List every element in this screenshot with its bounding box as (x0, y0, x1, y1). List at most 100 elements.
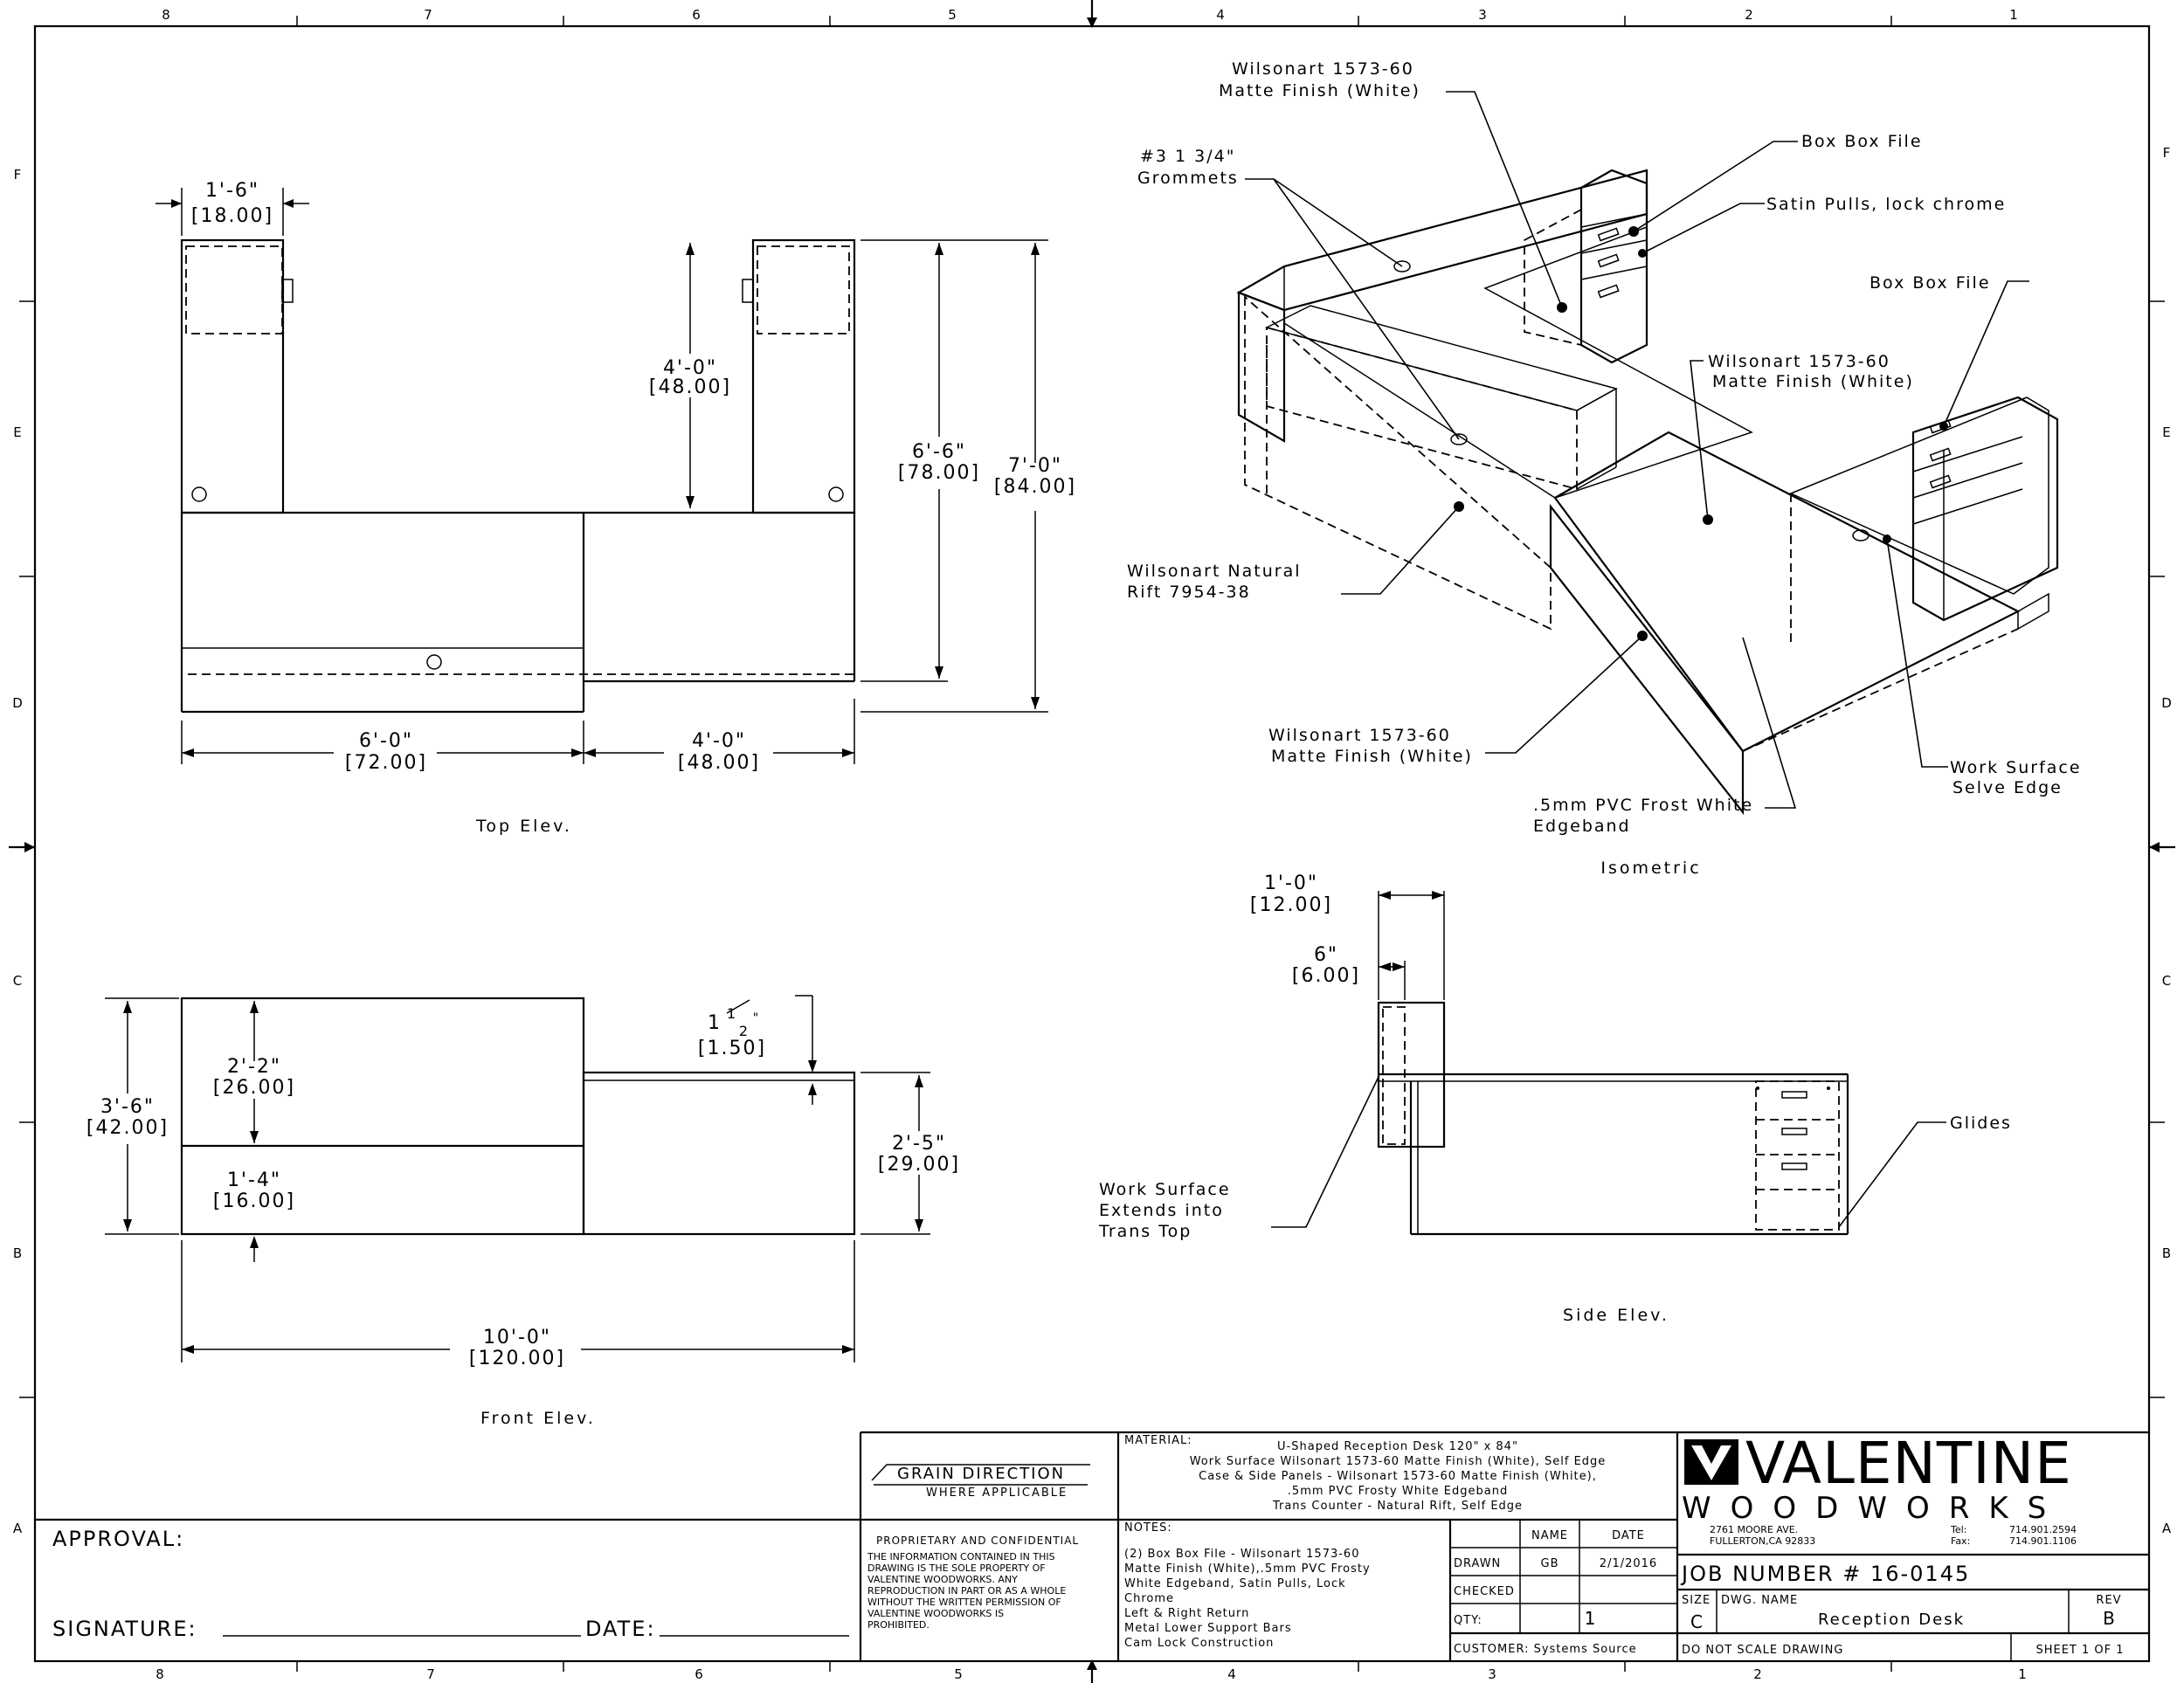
rev-label: REV (2096, 1594, 2121, 1607)
material-line: .5mm PVC Frosty White Edgeband (1288, 1485, 1508, 1498)
do-not-scale: DO NOT SCALE DRAWING (1682, 1644, 1843, 1657)
zone-col-1-bottom: 1 (2018, 1666, 2027, 1682)
sheet-border (33, 24, 2151, 1663)
prop-line: PROHIBITED. (867, 1619, 930, 1631)
zone-col-4-top: 4 (1216, 7, 1225, 23)
iso-callout-grommets-2: Grommets (1137, 169, 1239, 188)
top-dim-48w-dec: [48.00] (678, 752, 760, 774)
notes-line: (2) Box Box File - Wilsonart 1573-60 (1124, 1548, 1359, 1561)
front-dim-42-imp: 3'-6" (100, 1096, 155, 1118)
center-marks (9, 0, 2175, 1683)
iso-callout-natural-2: Rift 7954-38 (1127, 583, 1251, 602)
prop-line: VALENTINE WOODWORKS IS (867, 1608, 1004, 1619)
zone-col-1-top: 1 (2009, 7, 2018, 23)
front-dim-120-dec: [120.00] (469, 1348, 565, 1369)
front-elev-caption: Front Elev. (480, 1409, 596, 1428)
front-dim-26-dec: [26.00] (213, 1077, 295, 1099)
front-dim-42-dec: [42.00] (86, 1117, 169, 1139)
prop-line: REPRODUCTION IN PART OR AS A WHOLE (867, 1585, 1066, 1597)
material-line: Work Surface Wilsonart 1573-60 Matte Fin… (1190, 1455, 1607, 1468)
iso-callout-pvc-2: Edgeband (1533, 817, 1631, 836)
iso-callout-wilsonart-top-2: Matte Finish (White) (1219, 81, 1420, 100)
row-drawn: DRAWN (1454, 1557, 1501, 1570)
material-label: MATERIAL: (1124, 1434, 1192, 1447)
dwg-name-label: DWG. NAME (1721, 1594, 1798, 1607)
title-block (35, 1431, 2149, 1661)
zone-row-b-right: B (2162, 1245, 2171, 1261)
top-dim-48h-dec: [48.00] (649, 376, 731, 398)
isometric-caption: Isometric (1600, 859, 1701, 878)
iso-callout-mid-2: Matte Finish (White) (1712, 372, 1914, 391)
iso-callout-satin-pulls: Satin Pulls, lock chrome (1766, 195, 2006, 214)
front-dim-120-imp: 10'-0" (483, 1327, 551, 1348)
top-dim-18-dec: [18.00] (191, 205, 273, 227)
material-line: Case & Side Panels - Wilsonart 1573-60 M… (1199, 1470, 1597, 1483)
iso-callout-ws-1: Work Surface (1950, 758, 2082, 777)
zone-col-6-top: 6 (692, 7, 701, 23)
customer: CUSTOMER: Systems Source (1454, 1643, 1637, 1656)
zone-col-7-bottom: 7 (426, 1666, 435, 1682)
proprietary-title: PROPRIETARY AND CONFIDENTIAL (876, 1535, 1079, 1547)
iso-callout-boxfile-back: Box Box File (1801, 132, 1923, 151)
zone-row-c-right: C (2162, 973, 2171, 989)
zone-labels: 8 7 6 5 4 3 2 1 8 7 6 5 4 3 2 1 F E D C … (12, 7, 2172, 1682)
iso-callout-front-1: Wilsonart 1573-60 (1268, 726, 1451, 745)
notes-line: Chrome (1124, 1592, 1174, 1605)
prop-line: THE INFORMATION CONTAINED IN THIS (867, 1551, 1055, 1562)
zone-row-d-right: D (2161, 695, 2172, 711)
side-callout-ws-1: Work Surface (1099, 1180, 1231, 1199)
front-dim-16-imp: 1'-4" (227, 1169, 281, 1191)
notes-line: Cam Lock Construction (1124, 1637, 1274, 1650)
iso-callout-ws-2: Selve Edge (1952, 778, 2063, 797)
material-line: U-Shaped Reception Desk 120" x 84" (1277, 1440, 1518, 1453)
top-dim-48h-imp: 4'-0" (663, 357, 717, 379)
zone-col-8-top: 8 (162, 7, 170, 23)
fax-label: Fax: (1951, 1535, 1970, 1547)
front-dim-1.5-dec: [1.50] (698, 1038, 766, 1059)
drawing-name: Reception Desk (1818, 1611, 1965, 1629)
iso-callout-pvc-1: .5mm PVC Frost White (1533, 796, 1753, 815)
grain-direction-label: GRAIN DIRECTION (897, 1465, 1065, 1483)
zone-col-4-bottom: 4 (1227, 1666, 1236, 1682)
side-elevation (1271, 891, 1946, 1236)
notes-line: White Edgeband, Satin Pulls, Lock (1124, 1577, 1346, 1590)
prop-line: DRAWING IS THE SOLE PROPERTY OF (867, 1562, 1046, 1574)
top-dim-84-dec: [84.00] (994, 476, 1076, 498)
material-line: Trans Counter - Natural Rift, Self Edge (1272, 1500, 1523, 1513)
grain-where-label: WHERE APPLICABLE (926, 1486, 1068, 1500)
size-value: C (1690, 1611, 1703, 1632)
zone-row-d-left: D (12, 695, 23, 711)
top-dim-72-dec: [72.00] (345, 752, 427, 774)
notes-line: Metal Lower Support Bars (1124, 1622, 1292, 1635)
side-callout-ws-2: Extends into (1099, 1201, 1224, 1220)
front-dim-29-dec: [29.00] (878, 1154, 960, 1176)
zone-ticks (19, 16, 2165, 1672)
zone-col-5-bottom: 5 (954, 1666, 963, 1682)
zone-row-e-right: E (2162, 424, 2170, 440)
zone-col-7-top: 7 (424, 7, 432, 23)
zone-row-f-right: F (2163, 145, 2171, 161)
row-checked: CHECKED (1454, 1585, 1515, 1598)
iso-callout-front-2: Matte Finish (White) (1271, 747, 1473, 766)
side-elev-caption: Side Elev. (1563, 1306, 1669, 1325)
rev-value: B (2103, 1608, 2115, 1629)
zone-col-5-top: 5 (948, 7, 957, 23)
front-dim-frac-den: 2 (739, 1023, 750, 1039)
iso-callout-wilsonart-top-1: Wilsonart 1573-60 (1232, 59, 1414, 79)
col-name: NAME (1531, 1529, 1568, 1542)
front-dim-29-imp: 2'-5" (892, 1133, 946, 1155)
zone-col-6-bottom: 6 (695, 1666, 703, 1682)
company-subname: WOODWORKS (1682, 1491, 2065, 1526)
top-dim-78-imp: 6'-6" (912, 441, 966, 463)
top-elevation (156, 188, 1048, 764)
iso-callout-natural-1: Wilsonart Natural (1127, 562, 1302, 581)
title-block-text: APPROVAL: SIGNATURE: DATE: GRAIN DIRECTI… (52, 1430, 2124, 1657)
zone-row-f-left: F (14, 167, 22, 183)
side-dim-6-imp: 6" (1314, 944, 1338, 966)
zone-row-a-right: A (2162, 1521, 2172, 1536)
zone-col-3-top: 3 (1478, 7, 1487, 23)
iso-callout-grommets-1: #3 1 3/4" (1140, 147, 1236, 166)
notes-line: Left & Right Return (1124, 1607, 1249, 1620)
zone-col-2-bottom: 2 (1753, 1666, 1762, 1682)
